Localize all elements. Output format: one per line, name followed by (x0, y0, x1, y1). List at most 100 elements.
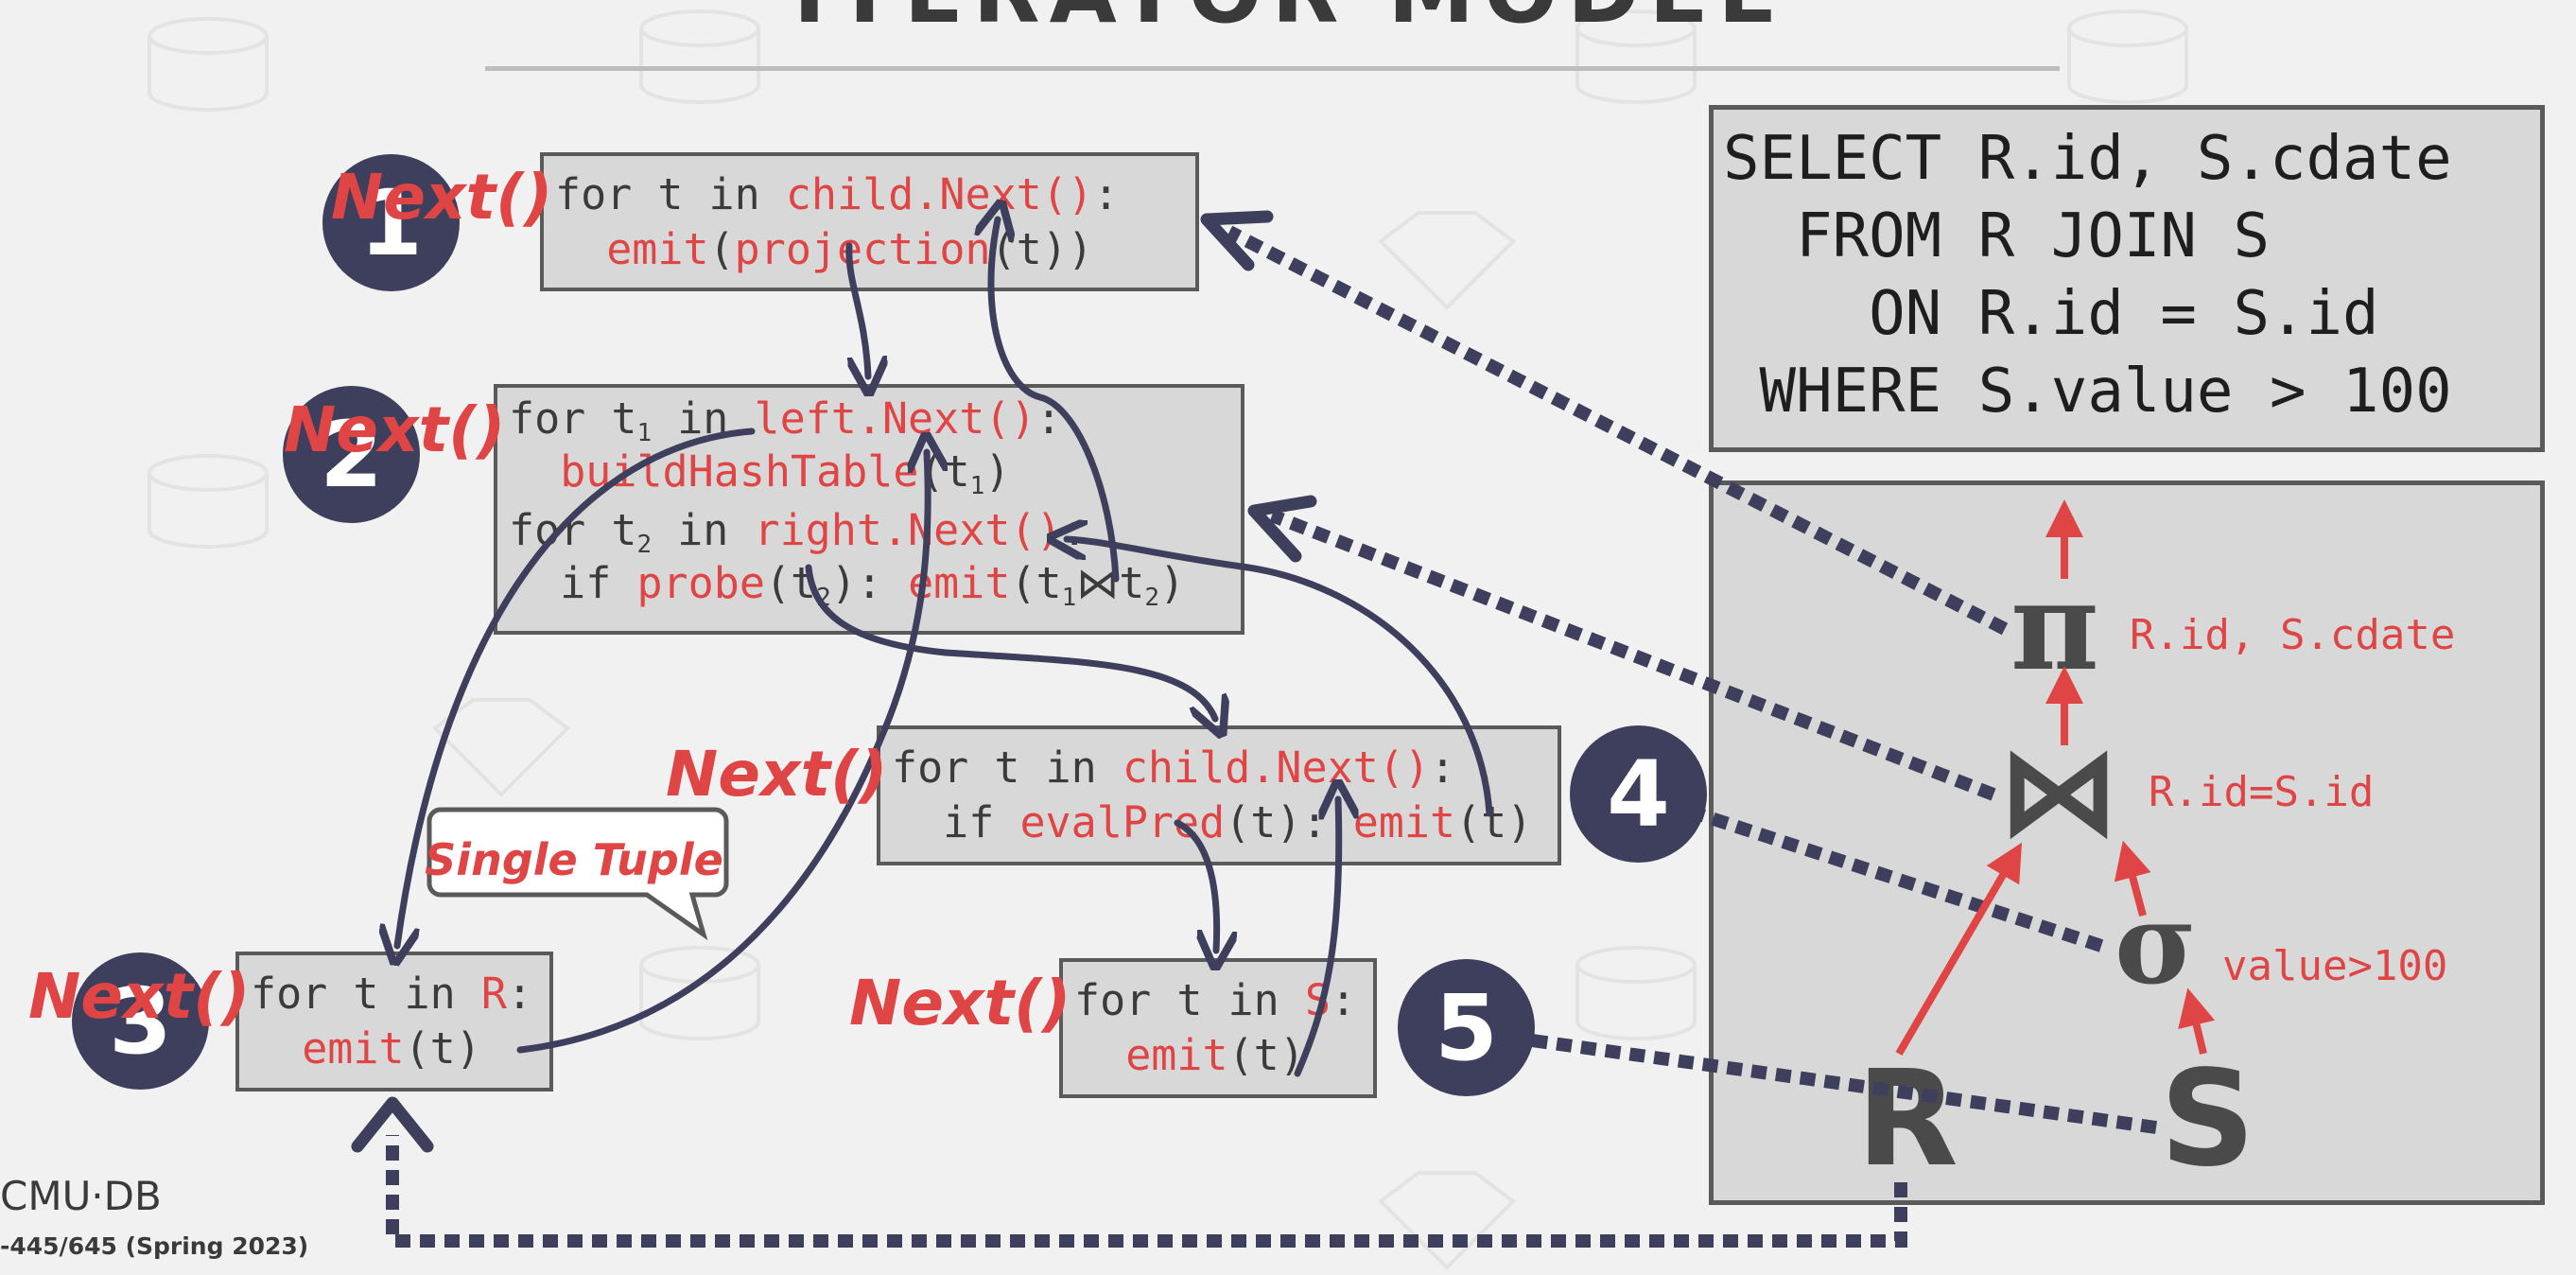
code-keyword: buildHashTable (560, 446, 919, 497)
code-line: if evalPred(t): emit(t) (892, 795, 1532, 850)
join-symbol: ⋈ (1997, 719, 2120, 863)
badge-number: 2 (320, 401, 383, 508)
next-call-label-2: Next() (284, 393, 506, 466)
code-line: for t in S: (1074, 973, 1356, 1028)
subscript: 2 (636, 531, 653, 559)
sql-line: ON R.id = S.id (1723, 279, 2379, 349)
subscript: 2 (1144, 584, 1160, 612)
selection-symbol: σ (2115, 878, 2198, 1009)
sql-line: SELECT R.id, S.cdate (1723, 124, 2452, 194)
code-keyword: right.Next() (754, 505, 1062, 555)
dotted-link-scan-r (386, 1135, 1907, 1248)
code-text: ⋈t (1076, 558, 1145, 608)
code-keyword: R (480, 969, 507, 1019)
code-text: for t in (555, 169, 786, 219)
code-text: (t): (1225, 797, 1353, 847)
code-keyword: probe (636, 558, 765, 608)
projection-label: R.id, S.cdate (2130, 611, 2456, 659)
table-s-node: S (2160, 1042, 2255, 1196)
code-keyword: child.Next() (785, 169, 1093, 219)
code-line: for t in child.Next(): (555, 167, 1119, 222)
dotted-link-selection (1699, 809, 2104, 952)
diamond-icon (1377, 1171, 1517, 1270)
subscript: 1 (636, 419, 653, 447)
badge-number: 1 (359, 169, 423, 276)
badge-number: 5 (1435, 974, 1498, 1081)
operator-number-badge-1: 1 (322, 154, 460, 291)
code-text: ( (708, 224, 735, 274)
dotted-link-projection (1226, 225, 2009, 636)
code-text: : (506, 969, 533, 1019)
return-arrow-5-to-4 (1294, 799, 1339, 1077)
database-icon (2067, 9, 2188, 104)
code-line: emit(t) (1074, 1028, 1305, 1083)
database-icon (1575, 9, 1697, 104)
single-tuple-callout: Single Tuple (425, 834, 723, 885)
dotted-link-join (1269, 509, 1996, 801)
join-label: R.id=S.id (2149, 768, 2375, 816)
database-icon (639, 9, 760, 104)
code-text: (t) (1227, 1030, 1305, 1080)
database-icon (148, 454, 269, 549)
code-keyword: emit (606, 224, 709, 274)
plan-edge-selection-to-join (2114, 840, 2151, 917)
sql-line: FROM R JOIN S (1723, 201, 2270, 271)
code-keyword: emit (1125, 1030, 1228, 1080)
code-keyword: left.Next() (754, 393, 1036, 444)
dotted-link-scan-s (1531, 1034, 2157, 1134)
operator-box-3: for t in R: emit(t) (235, 952, 553, 1092)
operator-box-5: for t in S: emit(t) (1059, 958, 1377, 1098)
operator-number-badge-3: 3 (72, 952, 209, 1090)
code-text: : (1429, 742, 1456, 793)
diamond-icon (431, 698, 571, 797)
diamond-icon (1377, 211, 1517, 310)
code-text: in (652, 505, 755, 555)
badge-number: 3 (109, 968, 172, 1074)
code-text: (t (1010, 558, 1062, 608)
badge-number: 4 (1607, 741, 1670, 847)
code-text: (t) (1455, 797, 1533, 847)
chevron-arrow-icon (1200, 210, 1274, 271)
chevron-arrow-icon (351, 1096, 434, 1153)
return-arrow-4-to-2 (1067, 539, 1493, 817)
code-text: if (892, 797, 1020, 847)
code-line: for t1 in left.Next(): (509, 392, 1062, 446)
table-r-node: R (1856, 1042, 1958, 1196)
chevron-arrow-icon (1247, 495, 1317, 563)
code-text: (t) (404, 1023, 481, 1074)
next-call-label-1: Next() (331, 161, 553, 234)
plan-edge-r-to-join (1895, 842, 2023, 1057)
code-line: for t in R: (251, 967, 532, 1022)
code-text: for t in (251, 969, 481, 1019)
code-line: buildHashTable(t1) (509, 445, 1010, 499)
title-divider (485, 66, 2060, 71)
code-keyword: projection (734, 224, 991, 274)
slide-title: ITERATOR MODEL (0, 0, 2576, 43)
database-icon (148, 17, 269, 112)
call-arrow-1-to-2 (845, 242, 868, 376)
code-line: emit(t) (251, 1022, 481, 1076)
code-text: ) (1159, 558, 1186, 608)
code-text: for t in (1074, 975, 1305, 1025)
sql-line: WHERE S.value > 100 (1723, 357, 2452, 427)
code-line: if probe(t2): emit(t1⋈t2) (509, 556, 1185, 611)
call-arrow-2-to-4 (805, 564, 1215, 719)
code-keyword: emit (302, 1023, 405, 1074)
operator-number-badge-5: 5 (1398, 959, 1535, 1096)
call-arrow-2-to-3 (397, 428, 756, 946)
code-keyword: evalPred (1019, 797, 1226, 847)
code-text: for t in (892, 742, 1123, 793)
code-text: : (1330, 975, 1357, 1025)
sql-query-box: SELECT R.id, S.cdate FROM R JOIN S ON R.… (1709, 105, 2545, 452)
next-call-label-4: Next() (666, 738, 888, 811)
code-line: for t in child.Next(): (892, 741, 1455, 795)
operator-box-1: for t in child.Next(): emit(projection(t… (540, 152, 1199, 291)
code-keyword: emit (1352, 797, 1456, 847)
operator-box-2: for t1 in left.Next(): buildHashTable(t1… (494, 384, 1244, 635)
logo-text: CMU·DB (0, 1173, 162, 1219)
subscript: 1 (969, 472, 985, 500)
return-arrow-2-to-1 (991, 219, 1120, 583)
operator-number-badge-4: 4 (1570, 725, 1707, 863)
